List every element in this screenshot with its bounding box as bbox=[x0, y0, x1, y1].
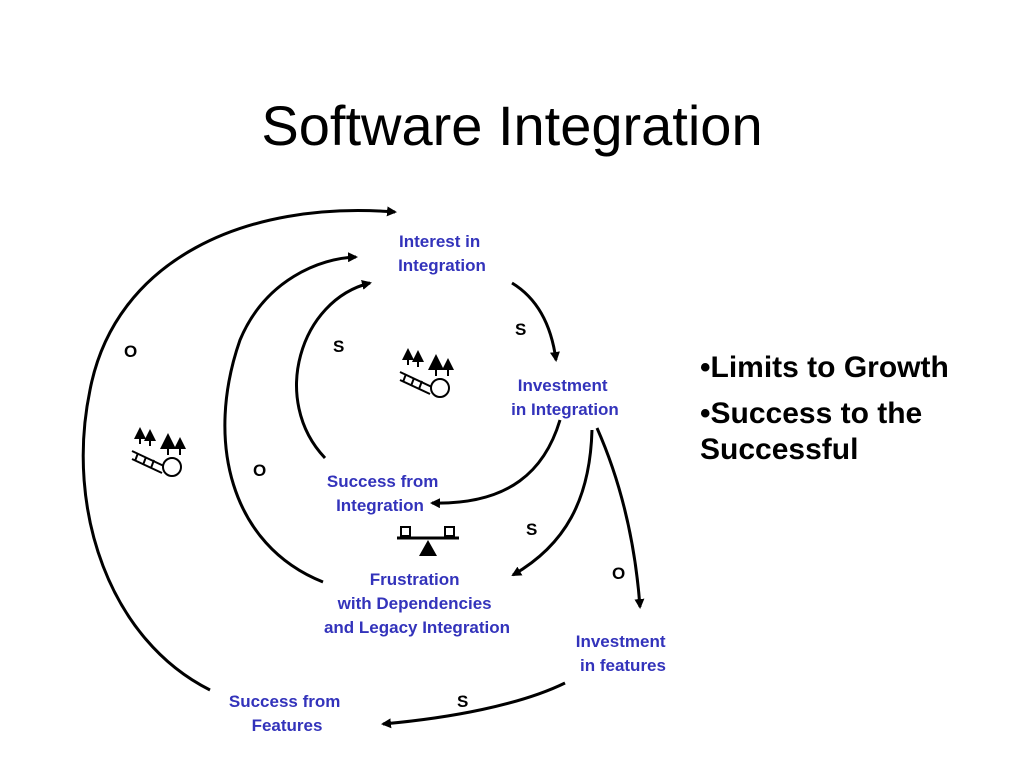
node-line: Investment bbox=[518, 376, 608, 395]
arrow-investment-to-success-integration bbox=[430, 419, 562, 509]
arrow-investment-to-frustration bbox=[511, 429, 594, 577]
node-line: and Legacy Integration bbox=[324, 618, 510, 637]
arrow-features-to-success-features bbox=[381, 681, 566, 729]
node-line: Integration bbox=[398, 256, 486, 275]
polarity-success-integration-to-interest: S bbox=[333, 337, 344, 356]
node-investment-in-features: Investment in features bbox=[576, 632, 670, 675]
bullet-list: •Limits to Growth •Success to the Succes… bbox=[700, 350, 1000, 478]
polarity-interest-to-investment: S bbox=[515, 320, 526, 339]
growth-limit-icon bbox=[131, 427, 186, 477]
node-line: Interest in bbox=[399, 232, 480, 251]
node-line: Success from bbox=[327, 472, 439, 491]
polarity-success-features-to-interest: O bbox=[124, 342, 137, 361]
bullet-limits-to-growth: •Limits to Growth bbox=[700, 351, 949, 384]
node-line: Frustration bbox=[370, 570, 460, 589]
slide-title: Software Integration bbox=[261, 94, 763, 157]
node-frustration: Frustration with Dependencies and Legacy… bbox=[324, 570, 510, 637]
node-line: with Dependencies bbox=[337, 594, 492, 613]
polarity-investment-to-frustration: S bbox=[526, 520, 537, 539]
node-line: in features bbox=[580, 656, 666, 675]
node-line: Integration bbox=[336, 496, 424, 515]
node-interest-in-integration: Interest in Integration bbox=[398, 232, 486, 275]
node-line: Success from bbox=[229, 692, 341, 711]
node-success-from-integration: Success from Integration bbox=[327, 472, 443, 515]
node-success-from-features: Success from Features bbox=[229, 692, 345, 735]
balance-scale-icon bbox=[397, 526, 459, 556]
polarity-investment-to-features: O bbox=[612, 564, 625, 583]
growth-limit-icon bbox=[399, 348, 454, 398]
arrow-investment-to-features bbox=[595, 427, 645, 609]
node-line: in Integration bbox=[511, 400, 619, 419]
polarity-features-to-success-features: S bbox=[457, 692, 468, 711]
arrow-interest-to-investment bbox=[511, 281, 560, 362]
bullet-success-to-the-successful: •Success to the Successful bbox=[700, 397, 923, 466]
node-line: Features bbox=[252, 716, 323, 735]
polarity-frustration-to-interest: O bbox=[253, 461, 266, 480]
arrow-frustration-to-interest bbox=[223, 252, 358, 584]
arrow-success-integration-to-interest bbox=[295, 280, 372, 460]
arrow-success-features-to-interest bbox=[81, 206, 397, 692]
node-investment-in-integration: Investment in Integration bbox=[511, 376, 619, 419]
node-line: Investment bbox=[576, 632, 666, 651]
